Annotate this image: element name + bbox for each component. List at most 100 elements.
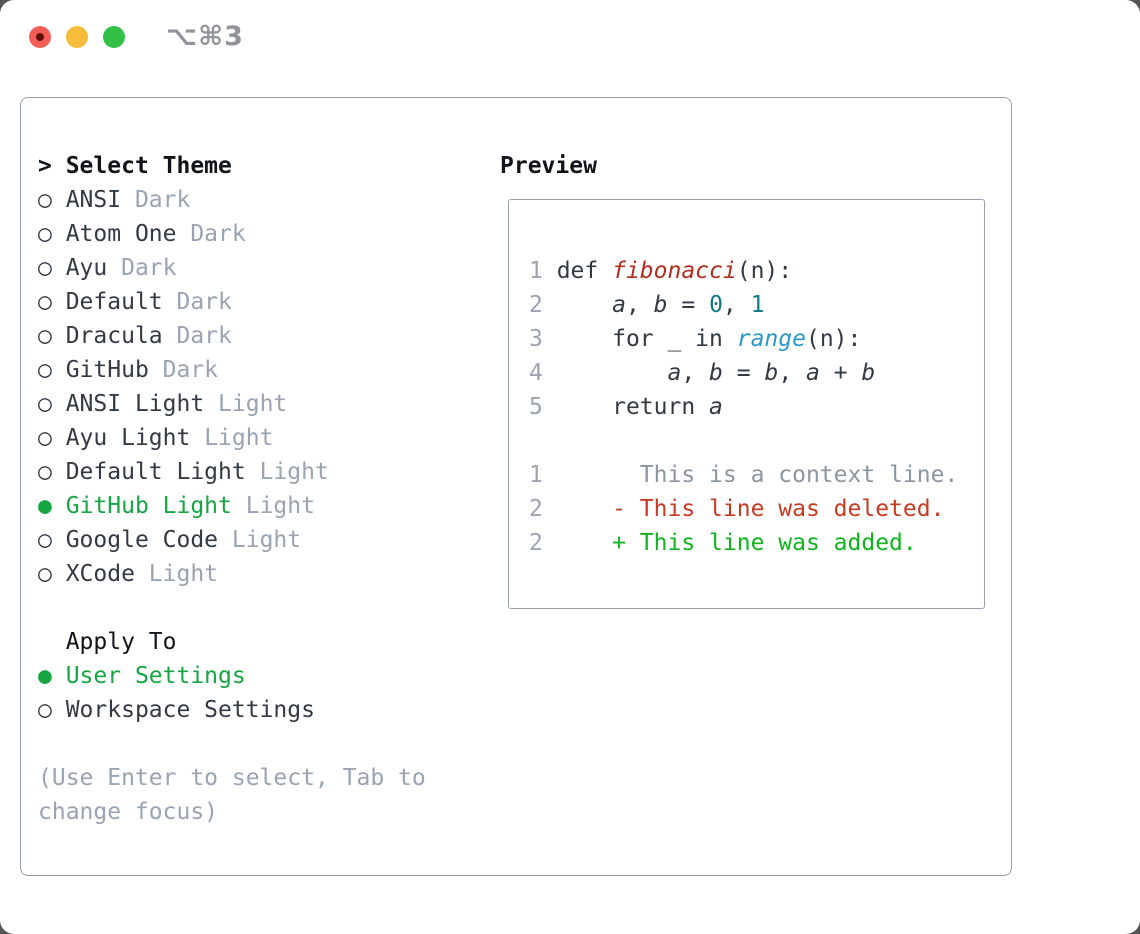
radio-selected-icon: ● — [38, 663, 66, 689]
theme-option-default-dark[interactable]: ○ Default Dark — [38, 285, 456, 319]
code-token — [557, 292, 612, 318]
theme-name: Default Light — [65, 459, 260, 485]
theme-option-dracula-dark[interactable]: ○ Dracula Dark — [38, 319, 456, 353]
line-number: 1 — [529, 462, 557, 488]
keyboard-shortcut-label: ⌥⌘3 — [166, 21, 244, 52]
theme-variant-badge: Light — [218, 391, 288, 417]
theme-option-google-code-light[interactable]: ○ Google Code Light — [38, 523, 456, 557]
theme-variant-badge: Light — [245, 493, 315, 519]
theme-option-github-light-light[interactable]: ● GitHub Light Light — [38, 489, 456, 523]
radio-unselected-icon: ○ — [38, 391, 66, 417]
minimize-button[interactable] — [66, 26, 88, 48]
code-line: 1 This is a context line. — [529, 458, 958, 492]
theme-option-default-light-light[interactable]: ○ Default Light Light — [38, 455, 456, 489]
code-token — [557, 530, 612, 556]
line-number: 4 — [529, 360, 557, 386]
spacer — [38, 591, 456, 625]
radio-unselected-icon: ○ — [38, 561, 66, 587]
code-blank-line — [529, 424, 958, 458]
theme-option-xcode-light[interactable]: ○ XCode Light — [38, 557, 456, 591]
code-token: range — [736, 326, 806, 352]
theme-option-ayu-dark[interactable]: ○ Ayu Dark — [38, 251, 456, 285]
line-number: 2 — [529, 530, 557, 556]
radio-unselected-icon: ○ — [38, 425, 66, 451]
code-token: + This line was added. — [612, 530, 917, 556]
code-token: b — [653, 292, 668, 318]
code-line: 2 a, b = 0, 1 — [529, 288, 958, 322]
theme-list: > Select Theme○ ANSI Dark○ Atom One Dark… — [38, 149, 456, 829]
theme-variant-badge: Dark — [121, 255, 177, 281]
apply-option-label: User Settings — [65, 663, 246, 689]
theme-name: XCode — [65, 561, 149, 587]
code-token: a — [612, 292, 626, 318]
theme-name: Default — [65, 289, 177, 315]
zoom-button[interactable] — [103, 26, 125, 48]
theme-name: Dracula — [65, 323, 177, 349]
theme-variant-badge: Light — [148, 561, 219, 587]
code-line: 2 + This line was added. — [529, 526, 958, 560]
radio-unselected-icon: ○ — [38, 697, 66, 723]
radio-selected-icon: ● — [38, 493, 66, 519]
code-token — [557, 360, 668, 386]
code-token: 0 — [709, 292, 723, 318]
code-token: a — [667, 360, 682, 386]
theme-option-ayu-light-light[interactable]: ○ Ayu Light Light — [38, 421, 456, 455]
radio-unselected-icon: ○ — [38, 323, 66, 349]
code-token: for _ in — [556, 326, 737, 352]
code-token: b — [709, 360, 723, 386]
code-token — [557, 462, 640, 488]
code-token: (n): — [805, 326, 862, 352]
radio-unselected-icon: ○ — [38, 255, 66, 281]
line-number: 1 — [529, 258, 557, 284]
code-token: - This line was deleted. — [612, 496, 945, 522]
line-number — [529, 428, 557, 454]
code-token: , — [778, 360, 807, 386]
code-line: 5 return a — [529, 390, 958, 424]
theme-name: Google Code — [65, 527, 232, 553]
apply-to-header: Apply To — [38, 625, 456, 659]
apply-option-label: Workspace Settings — [65, 697, 315, 723]
code-line: 1 def fibonacci(n): — [529, 254, 958, 288]
code-token: b — [861, 360, 876, 386]
theme-name: Ayu Light — [65, 425, 205, 451]
code-line: 3 for _ in range(n): — [529, 322, 958, 356]
code-token: b — [764, 360, 779, 386]
theme-variant-badge: Dark — [176, 289, 232, 315]
line-number: 5 — [529, 394, 557, 420]
theme-option-ansi-light-light[interactable]: ○ ANSI Light Light — [38, 387, 456, 421]
radio-unselected-icon: ○ — [38, 221, 66, 247]
code-token: , — [625, 292, 654, 318]
theme-variant-badge: Light — [259, 459, 329, 485]
code-token: return — [556, 394, 710, 420]
code-token: , — [722, 292, 751, 318]
theme-variant-badge: Dark — [190, 221, 246, 247]
prompt-icon: > — [38, 153, 66, 179]
select-theme-title: Select Theme — [65, 153, 232, 179]
unsaved-dot-icon — [36, 33, 44, 41]
theme-name: ANSI Light — [65, 391, 219, 417]
code-line: 2 - This line was deleted. — [529, 492, 958, 526]
code-token: = — [667, 292, 710, 318]
code-token — [557, 496, 612, 522]
apply-option-workspace-settings[interactable]: ○ Workspace Settings — [38, 693, 456, 727]
radio-unselected-icon: ○ — [38, 187, 66, 213]
theme-option-atom-one-dark[interactable]: ○ Atom One Dark — [38, 217, 456, 251]
code-token: This is a context line. — [639, 462, 959, 488]
radio-unselected-icon: ○ — [38, 527, 66, 553]
code-token: a — [806, 360, 820, 386]
theme-name: Ayu — [65, 255, 122, 281]
code-token: 1 — [750, 292, 765, 318]
close-button[interactable] — [29, 26, 51, 48]
theme-name: Atom One — [65, 221, 191, 247]
code-line: 4 a, b = b, a + b — [529, 356, 958, 390]
line-number: 2 — [529, 292, 557, 318]
apply-option-user-settings[interactable]: ● User Settings — [38, 659, 456, 693]
theme-option-github-dark[interactable]: ○ GitHub Dark — [38, 353, 456, 387]
theme-variant-badge: Dark — [134, 187, 191, 213]
theme-variant-badge: Light — [231, 527, 302, 553]
theme-option-ansi-dark[interactable]: ○ ANSI Dark — [38, 183, 456, 217]
apply-to-title: Apply To — [38, 629, 177, 655]
